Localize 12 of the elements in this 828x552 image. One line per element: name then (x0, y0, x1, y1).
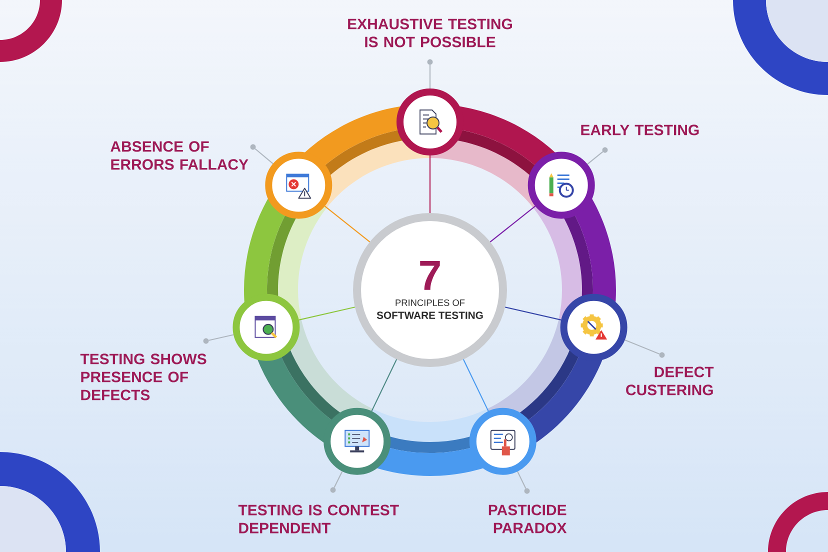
principle-label: TESTING IS CONTEST DEPENDENT (238, 504, 399, 534)
principle-label: ABSENCE OF ERRORS FALLACY (110, 141, 248, 170)
principle-label: DEFECT CUSTERING (626, 366, 714, 396)
principle-label: PASTICIDE PARADOX (488, 504, 567, 534)
principle-label: TESTING SHOWS PRESENCE OF DEFECTS (80, 354, 206, 400)
leader-line (429, 64, 431, 88)
leader-line (624, 339, 660, 354)
leader-line (334, 471, 343, 488)
principle-label: EXHAUSTIVE TESTING IS NOT POSSIBLE (348, 18, 512, 48)
leader-line (208, 334, 234, 341)
leader-line (517, 471, 526, 489)
principle-label: EARLY TESTING (581, 124, 699, 136)
